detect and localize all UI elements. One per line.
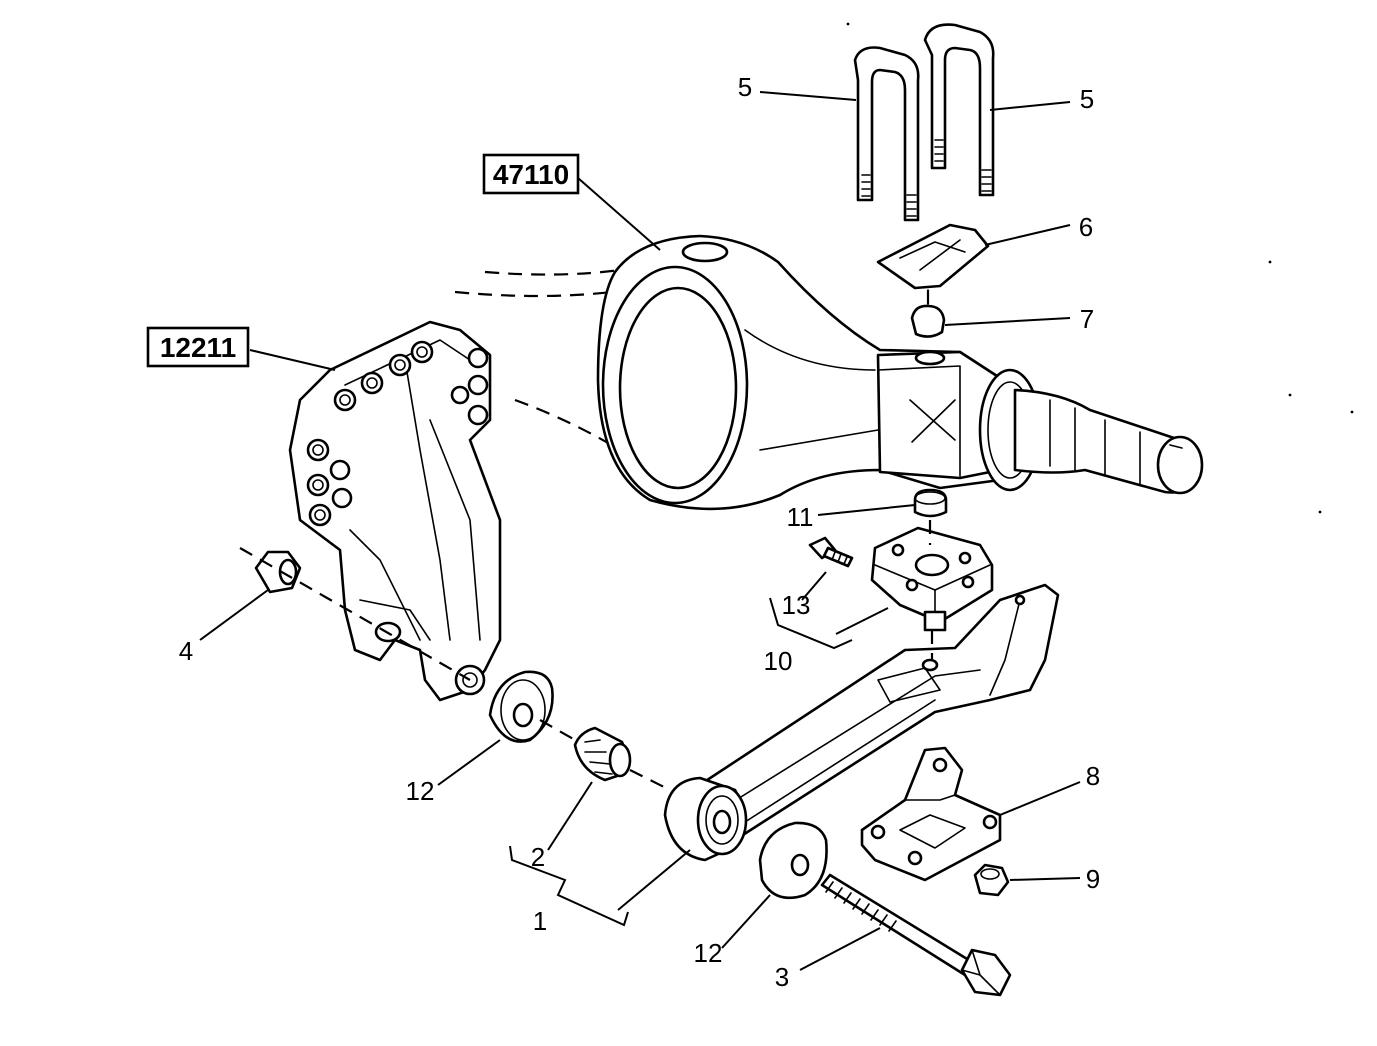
- callout-5-left: 5: [738, 72, 752, 102]
- callout-7: 7: [1080, 304, 1094, 334]
- long-bolt: [820, 873, 1012, 997]
- leader-lines: [199, 91, 1081, 971]
- wedge-plate: [876, 223, 990, 290]
- bracket-bolt-holes: [306, 340, 489, 696]
- callout-labels: 1 2 3 4 5 5 6 7 8 9 10 11 12 12 13: [179, 72, 1100, 992]
- callout-8: 8: [1086, 761, 1100, 791]
- callout-3: 3: [775, 962, 789, 992]
- nut-left: [254, 550, 302, 594]
- reference-axle-text: 47110: [493, 159, 569, 190]
- spring-seat: [870, 526, 994, 632]
- callout-12-upper: 12: [406, 776, 435, 806]
- callout-2: 2: [531, 842, 545, 872]
- callout-11: 11: [787, 502, 814, 532]
- callout-12-lower: 12: [694, 938, 723, 968]
- callout-4: 4: [179, 636, 193, 666]
- leaf-spring-arm: [663, 583, 1060, 862]
- small-bolt: [808, 536, 854, 568]
- mounting-bracket: [288, 320, 502, 702]
- scan-specks: [846, 22, 1354, 514]
- shackle-plate: [860, 746, 1002, 882]
- washer-lower: [758, 821, 828, 900]
- bushing: [573, 726, 632, 782]
- u-bolt-right: [923, 23, 995, 197]
- callout-1: 1: [533, 906, 547, 936]
- u-bolt-left: [853, 46, 920, 222]
- nut-right: [973, 863, 1010, 897]
- callout-9: 9: [1086, 864, 1100, 894]
- assembly-axis-lines: [239, 290, 934, 791]
- cap: [913, 488, 948, 518]
- callout-5-right: 5: [1080, 84, 1094, 114]
- reference-box-bracket: 12211: [146, 326, 250, 368]
- axle-housing: [454, 234, 1204, 511]
- callout-10: 10: [764, 646, 793, 676]
- washer-upper: [488, 670, 554, 743]
- reference-box-axle: 47110: [482, 153, 580, 195]
- reference-bracket-text: 12211: [160, 332, 236, 363]
- callout-13: 13: [782, 590, 811, 620]
- callout-6: 6: [1079, 212, 1093, 242]
